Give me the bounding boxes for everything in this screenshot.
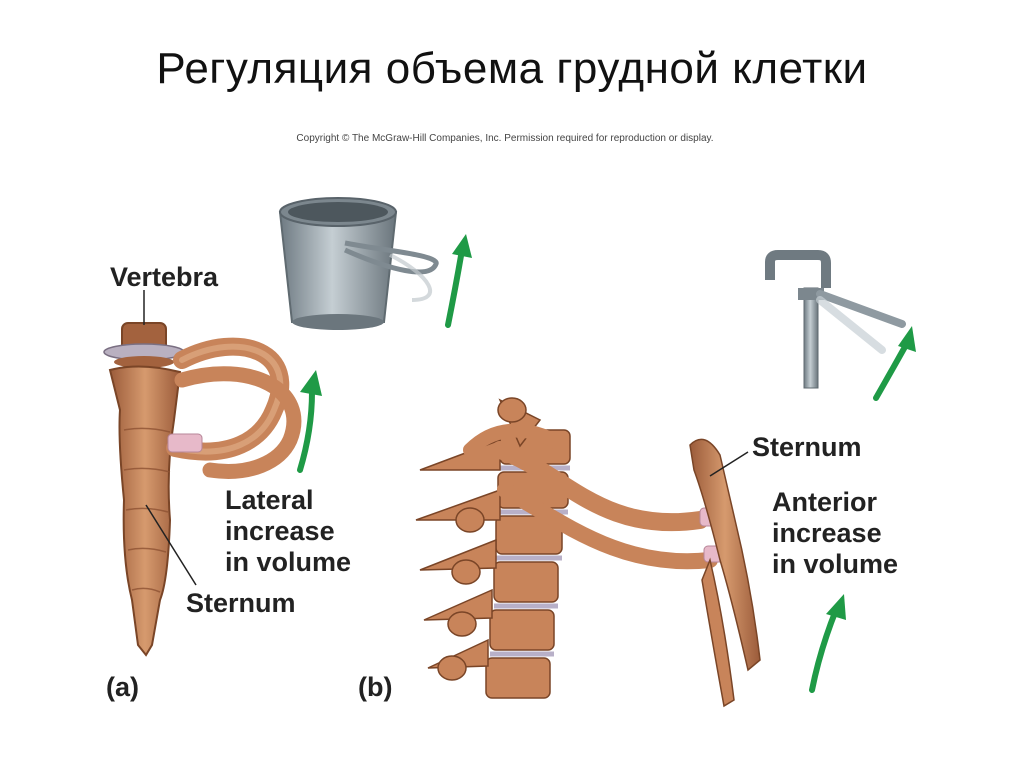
sternum-label-a: Sternum: [186, 588, 296, 618]
bucket-handle-icon: [278, 197, 472, 330]
panel-b-label: (b): [358, 672, 393, 702]
copyright-notice: Copyright © The McGraw-Hill Companies, I…: [296, 133, 714, 144]
lateral-increase-line-1: Lateral: [225, 485, 314, 515]
panel-a-sternum: [103, 290, 322, 657]
anterior-increase-label: Anterior increase in volume: [772, 487, 898, 580]
panel-a-label: (a): [106, 672, 139, 702]
lateral-increase-label: Lateral increase in volume: [225, 485, 351, 578]
vertebra-label: Vertebra: [110, 262, 219, 292]
lateral-increase-line-3: in volume: [225, 547, 352, 577]
sternum-label-b: Sternum: [752, 432, 862, 462]
lateral-increase-line-2: increase: [225, 516, 335, 546]
pump-handle-icon: [765, 250, 916, 401]
anterior-increase-line-3: in volume: [772, 549, 899, 579]
anterior-increase-line-1: Anterior: [772, 487, 878, 517]
page-title: Регуляция объема грудной клетки: [156, 44, 868, 93]
anterior-increase-line-2: increase: [772, 518, 882, 548]
panel-b-spine: [415, 397, 846, 708]
